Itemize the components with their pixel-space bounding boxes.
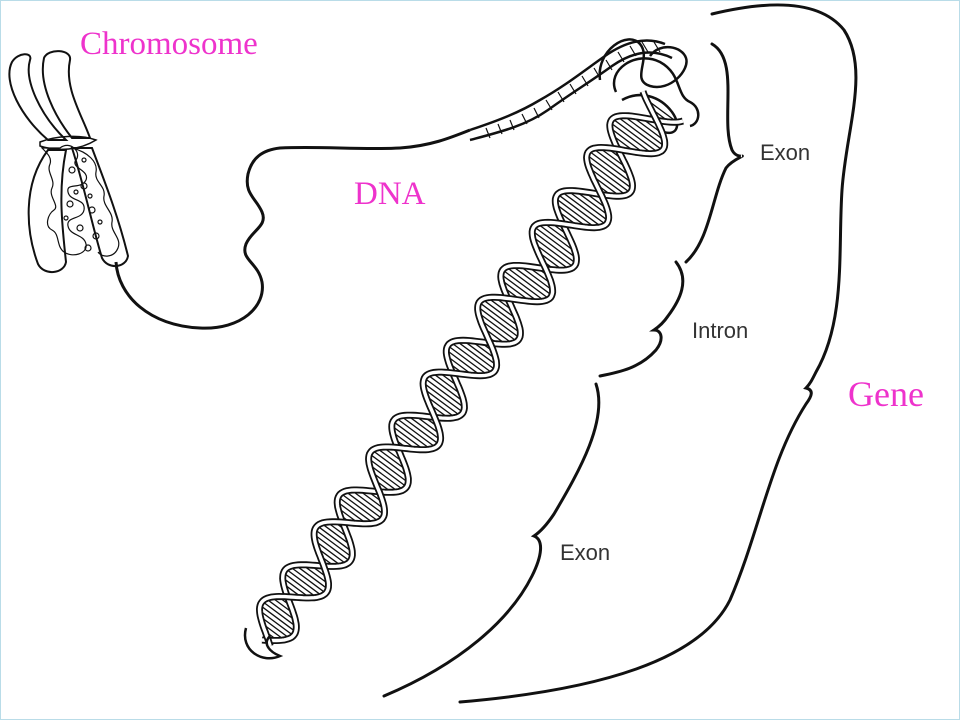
exon-top-label: Exon xyxy=(760,140,810,165)
chromosome-label: Chromosome xyxy=(80,26,258,62)
annotation-braces xyxy=(382,3,858,704)
helix-backbone-highlight xyxy=(261,114,684,643)
gene-label: Gene xyxy=(848,374,924,414)
exon-top-brace xyxy=(684,42,744,264)
gene-brace xyxy=(458,3,858,704)
chromosome-drawing xyxy=(8,50,130,273)
intron-brace xyxy=(598,260,685,378)
dna-label: DNA xyxy=(354,176,426,212)
dna-double-helix xyxy=(243,90,684,660)
exon-bottom-brace xyxy=(382,382,601,698)
dna-strand-thin xyxy=(114,128,471,330)
helix-backbone-highlight xyxy=(257,90,667,647)
helix-end-cap xyxy=(243,627,284,660)
intron-label: Intron xyxy=(692,318,748,343)
dna-helix-upper xyxy=(469,38,700,142)
exon-bottom-label: Exon xyxy=(560,540,610,565)
